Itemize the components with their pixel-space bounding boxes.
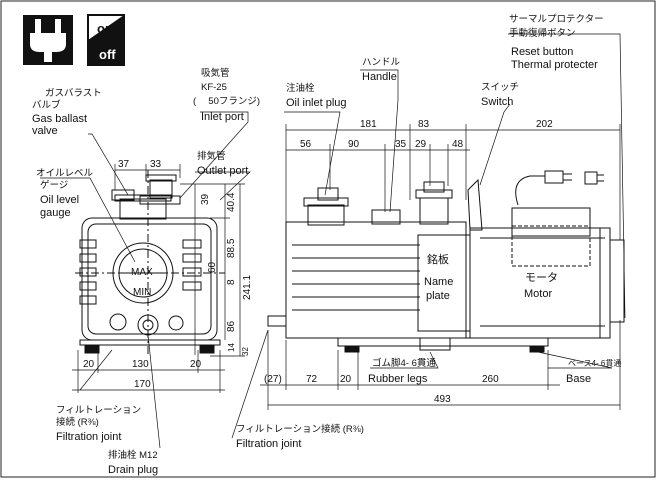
kf25-label: KF-25 xyxy=(201,82,227,93)
handle-jp: ハンドル xyxy=(362,57,401,68)
drain-jp: 排油栓 M12 xyxy=(108,449,158,461)
dim-29: 29 xyxy=(415,139,427,150)
dim-33: 33 xyxy=(150,159,162,170)
inlet-port-label: Inlet port xyxy=(201,111,244,123)
thermal-jp2: 手動復帰ボタン xyxy=(509,27,576,39)
side-dimensions xyxy=(260,124,621,410)
dim-88-5: 88.5 xyxy=(226,238,237,258)
base-label: Base xyxy=(566,373,591,385)
side-view xyxy=(267,170,625,353)
dim-20-side: 20 xyxy=(340,374,352,385)
side-fins-right xyxy=(182,239,202,291)
filtration-joint-right: Filtration joint xyxy=(236,438,301,450)
dim-20-left: 20 xyxy=(83,359,95,370)
oillevel-jp2: ゲージ xyxy=(40,179,68,191)
gasballast-jp1: ガスバラスト xyxy=(45,88,102,99)
thermal-jp1: サーマルプロテクター xyxy=(509,14,604,25)
on-label: on xyxy=(97,21,113,36)
rubber-legs-label: Rubber legs xyxy=(368,373,428,385)
front-dimensions xyxy=(72,164,245,393)
dim-181: 181 xyxy=(360,119,377,130)
dim-37: 37 xyxy=(118,159,130,170)
dim-56: 56 xyxy=(300,139,312,150)
dim-493: 493 xyxy=(434,394,451,405)
drain-plug-label: Drain plug xyxy=(108,464,158,476)
dim-130: 130 xyxy=(132,359,149,370)
filtration-joint-left: Filtration joint xyxy=(56,431,121,443)
nameplate-plate: plate xyxy=(426,290,450,302)
outlet-port-label: Outlet port xyxy=(197,165,248,177)
intake-jp: 吸気管 xyxy=(201,67,230,79)
power-plug-icon xyxy=(23,15,73,65)
gauge-label: gauge xyxy=(40,207,71,219)
nameplate-name: Name xyxy=(424,276,453,288)
oil-level-label: Oil level xyxy=(40,194,79,206)
front-view xyxy=(75,170,225,355)
dim-14: 14 xyxy=(227,343,236,352)
exhaust-jp: 排気管 xyxy=(197,150,226,162)
valve-label: valve xyxy=(32,125,58,137)
on-off-switch-icon: on off xyxy=(87,14,125,66)
oil-inlet-plug-label: Oil inlet plug xyxy=(286,97,347,109)
dim-35: 35 xyxy=(395,139,407,150)
dim-20-right: 20 xyxy=(190,359,202,370)
rubber-jp: ゴム脚4- 6貫通 xyxy=(372,357,436,369)
oillevel-jp1: オイルレベル xyxy=(36,168,94,179)
dim-202: 202 xyxy=(536,119,553,130)
dim-39: 39 xyxy=(200,193,211,205)
side-fins-left xyxy=(79,239,97,305)
filtration-jp2: 接続 (R⅜) xyxy=(56,416,99,428)
handle-label: Handle xyxy=(362,71,397,83)
oilinlet-jp: 注油栓 xyxy=(286,82,315,94)
dim-170: 170 xyxy=(134,379,151,390)
motor-jp: モータ xyxy=(525,271,558,284)
reset-button-label: Reset button xyxy=(511,46,573,58)
off-label: off xyxy=(99,47,116,62)
dim-60: 60 xyxy=(207,261,218,273)
flange-label: ( 50フランジ) xyxy=(193,96,260,107)
gas-ballast-label: Gas ballast xyxy=(32,113,87,125)
motor-label: Motor xyxy=(524,288,552,300)
switch-label: Switch xyxy=(481,96,513,108)
base-jp: ベース4- 6貫通 xyxy=(568,358,621,368)
dim-90: 90 xyxy=(348,139,360,150)
dim-260: 260 xyxy=(482,374,499,385)
filtration-jp-right: フィルトレーション接続 (R⅜) xyxy=(236,423,364,435)
dim-241-1: 241.1 xyxy=(242,275,253,300)
max-mark: MAX xyxy=(131,267,153,278)
dim-86: 86 xyxy=(226,320,237,332)
dim-8: 8 xyxy=(226,279,237,285)
leader-lines xyxy=(40,33,626,449)
thermal-protecter-label: Thermal protecter xyxy=(511,59,598,71)
dim-72: 72 xyxy=(306,374,318,385)
gasballast-jp2: バルブ xyxy=(32,99,61,111)
nameplate-jp: 銘板 xyxy=(427,252,449,266)
dim-27: (27) xyxy=(264,374,282,385)
min-mark: MIN xyxy=(133,287,151,298)
filtration-jp1: フィルトレーション xyxy=(56,405,141,416)
dim-32: 32 xyxy=(241,347,250,356)
dim-40-4: 40.4 xyxy=(226,192,237,212)
dim-48: 48 xyxy=(452,139,464,150)
switch-jp: スイッチ xyxy=(481,82,519,93)
dim-83: 83 xyxy=(418,119,430,130)
